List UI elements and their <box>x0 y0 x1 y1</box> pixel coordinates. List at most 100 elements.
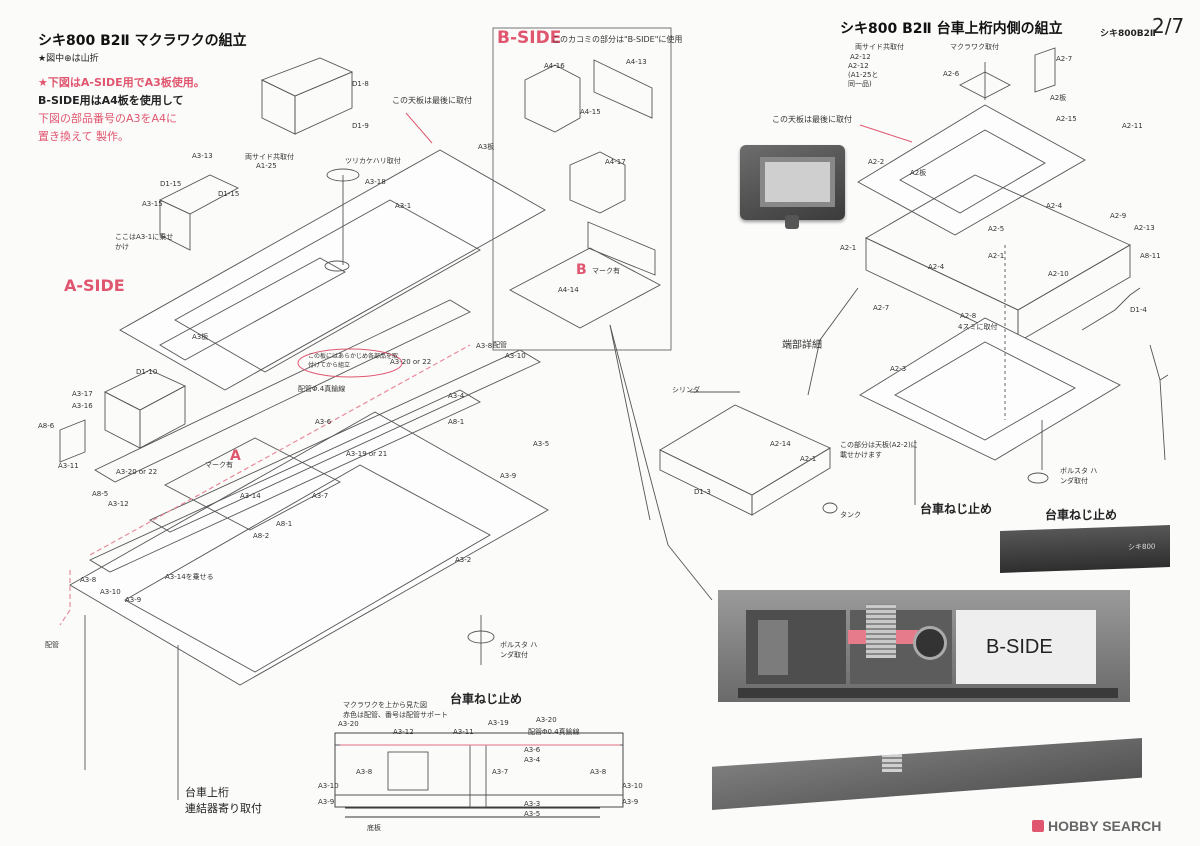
part-a3-14: A3-14 <box>240 492 261 500</box>
part-a3-10: A3-10 <box>505 352 526 360</box>
part-a4-13: A4-13 <box>626 58 647 66</box>
part-a2-9: A2-9 <box>1110 212 1127 220</box>
part-a2-1-c: A2-1 <box>800 455 817 463</box>
inset-a3-9-a: A3-9 <box>318 798 335 806</box>
part-a3-12: A3-12 <box>108 500 129 508</box>
side-note: ここはA3-1に乗せかけ <box>115 233 174 251</box>
part-a3-plate: A3板 <box>478 143 495 151</box>
part-a4-15: A4-15 <box>580 108 601 116</box>
part-a3-plate-2: A3板 <box>192 333 209 341</box>
bolster-note: ボルスタ ハンダ取付 <box>500 641 538 659</box>
b-side-subtitle: このカコミの部分は"B-SIDE"に使用 <box>552 35 683 44</box>
page-code: シキ800B2Ⅱ <box>1100 29 1156 39</box>
inset-a3-12: A3-12 <box>393 728 414 736</box>
part-a2-7-b: A2-7 <box>873 304 890 312</box>
inset-a3-19: A3-19 <box>488 719 509 727</box>
inset-a3-4: A3-4 <box>524 756 541 764</box>
part-a3-13: A3-13 <box>192 152 213 160</box>
part-a2-15: A2-15 <box>1056 115 1077 123</box>
inset-a3-8-b: A3-8 <box>590 768 607 776</box>
inset-a3-8-a: A3-8 <box>356 768 373 776</box>
part-a2-1-a: A2-1 <box>988 252 1005 260</box>
svg-text:A: A <box>230 448 241 464</box>
part-d1-10: D1-10 <box>136 368 158 376</box>
note-line-1: ★下図はA-SIDE用でA3板使用。 <box>38 76 205 89</box>
part-a3-1: A3-1 <box>395 202 412 210</box>
part-a3-17: A3-17 <box>72 390 93 398</box>
part-d1-8: D1-8 <box>352 80 369 88</box>
inset-a3-7: A3-7 <box>492 768 509 776</box>
part-a3-9: A3-9 <box>500 472 517 480</box>
part-a2-10: A2-10 <box>1048 270 1069 278</box>
inset-pipe: 配管Φ0.4真鍮線 <box>528 728 580 736</box>
part-a2-1-b: A2-1 <box>840 244 857 252</box>
a-side-label: A-SIDE <box>64 276 125 295</box>
inset-bottom: 底板 <box>367 824 381 832</box>
page-number: 2/7 <box>1152 14 1185 38</box>
photo-badge: シキ800 <box>1128 542 1156 552</box>
legend-note: ★図中⊕は山折 <box>38 54 99 64</box>
part-a2-4-a: A2-4 <box>1046 202 1063 210</box>
part-a3-18: A3-18 <box>365 178 386 186</box>
part-a8-2: A8-2 <box>253 532 270 540</box>
inset-a3-3: A3-3 <box>524 800 541 808</box>
part-a3-6: A3-6 <box>315 418 332 426</box>
right-bogie-screw-b: 台車ねじ止め <box>1045 508 1118 522</box>
part-a3-15: A3-15 <box>142 200 163 208</box>
part-d1-15-b: D1-15 <box>218 190 240 198</box>
part-a8-6: A8-6 <box>38 422 55 430</box>
svg-text:B: B <box>576 262 587 278</box>
part-a2-6: A2-6 <box>943 70 960 78</box>
hobby-search-logo-icon <box>1032 820 1044 832</box>
watermark: HOBBY SEARCH <box>1032 818 1161 834</box>
inset-a3-9-b: A3-9 <box>622 798 639 806</box>
part-a2-14: A2-14 <box>770 440 791 448</box>
part-a2-11: A2-11 <box>1122 122 1143 130</box>
part-a8-11: A8-11 <box>1140 252 1161 260</box>
photo-frame-side: シキ800 <box>1000 525 1170 573</box>
part-a3-7: A3-7 <box>312 492 329 500</box>
left-title: シキ800 B2Ⅱ マクラワクの組立 <box>38 33 247 49</box>
part-a3-10-b: A3-10 <box>100 588 121 596</box>
part-a4-14: A4-14 <box>558 286 579 294</box>
inset-caption-1: マクラワクを上から見た図 <box>343 701 427 709</box>
note-line-4: 置き換えて 製作。 <box>38 130 129 143</box>
inset-a3-10-b: A3-10 <box>622 782 643 790</box>
part-a8-5: A8-5 <box>92 490 109 498</box>
part-a8-1-a: A8-1 <box>448 418 465 426</box>
right-a2-12-note: A2-12 (A1-25と同一品) <box>848 62 879 88</box>
b-side-mark: マーク有 <box>592 267 620 275</box>
part-a4-17: A4-17 <box>605 158 626 166</box>
part-a3-8: A3-8 <box>476 342 493 350</box>
part-a3-5: A3-5 <box>533 440 550 448</box>
part-a3-2: A3-2 <box>455 556 472 564</box>
right-title: シキ800 B2Ⅱ 台車上桁内側の組立 <box>840 21 1063 37</box>
part-a1-25: A1-25 <box>256 162 277 170</box>
part-a3-9-b: A3-9 <box>125 596 142 604</box>
part-a3-20-or-22-a: A3-20 or 22 <box>116 468 158 476</box>
photo-b-side-frame: B-SIDE <box>718 590 1130 702</box>
part-d1-4: D1-4 <box>1130 306 1147 314</box>
part-a2-2: A2-2 <box>868 158 885 166</box>
note-line-3: 下図の部品番号のA3をA4に <box>38 112 178 125</box>
pipe-wire-note: 配管Φ.4真鍮線 <box>298 385 346 393</box>
inset-a3-11: A3-11 <box>453 728 474 736</box>
part-d1-3: D1-3 <box>694 488 711 496</box>
part-a2-12: A2-12 <box>850 53 871 61</box>
part-a3-16: A3-16 <box>72 402 93 410</box>
part-a4-16: A4-16 <box>544 62 565 70</box>
right-a2-plate: A2板 <box>1050 94 1067 102</box>
photo-bogie-top <box>740 145 845 229</box>
right-bolster: ボルスタ ハンダ取付 <box>1060 467 1098 485</box>
part-a2-8: A2-8 <box>960 312 977 320</box>
part-a3-20-or-22-b: A3-20 or 22 <box>390 358 432 366</box>
mark-note: マーク有 <box>205 461 233 469</box>
right-bogie-beam: マクラワク取付 <box>950 43 999 51</box>
top-plate-note: この天板は最後に取付 <box>392 96 472 105</box>
right-top-plate-note: この天板は最後に取付 <box>772 115 852 124</box>
right-cylinder: シリンダ <box>672 386 700 394</box>
watermark-text: HOBBY SEARCH <box>1048 818 1162 834</box>
coupler-label: 連結器寄り取付 <box>185 802 262 815</box>
both-side-note: 両サイド共取付 <box>245 153 294 161</box>
part-d1-9: D1-9 <box>352 122 369 130</box>
